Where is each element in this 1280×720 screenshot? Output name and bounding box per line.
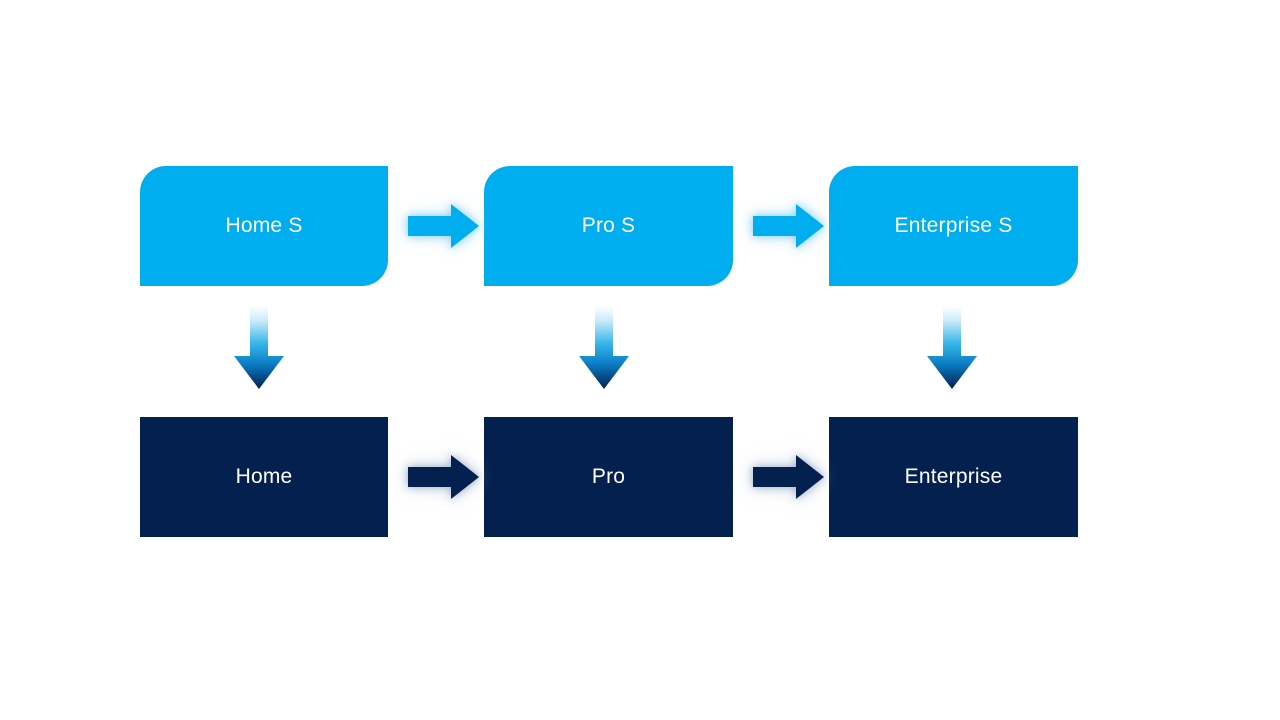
node-enterprise-s[interactable]: Enterprise S	[829, 166, 1078, 286]
node-home[interactable]: Home	[140, 417, 388, 537]
node-enterprise-label: Enterprise	[904, 465, 1003, 489]
node-pro-s-label: Pro S	[581, 214, 636, 238]
node-pro-s[interactable]: Pro S	[484, 166, 733, 286]
node-enterprise-s-label: Enterprise S	[894, 214, 1013, 238]
node-pro-label: Pro	[591, 465, 626, 489]
arrow-pro-s-to-enterprise-s	[753, 202, 825, 250]
arrow-enterprise-s-to-enterprise	[926, 306, 978, 390]
node-enterprise[interactable]: Enterprise	[829, 417, 1078, 537]
node-home-label: Home	[235, 465, 293, 489]
arrow-home-s-to-pro-s	[408, 202, 480, 250]
node-home-s-label: Home S	[225, 214, 303, 238]
arrow-pro-s-to-pro	[578, 306, 630, 390]
node-home-s[interactable]: Home S	[140, 166, 388, 286]
arrow-home-s-to-home	[233, 306, 285, 390]
arrow-home-to-pro	[408, 453, 480, 501]
node-pro[interactable]: Pro	[484, 417, 733, 537]
arrow-pro-to-enterprise	[753, 453, 825, 501]
